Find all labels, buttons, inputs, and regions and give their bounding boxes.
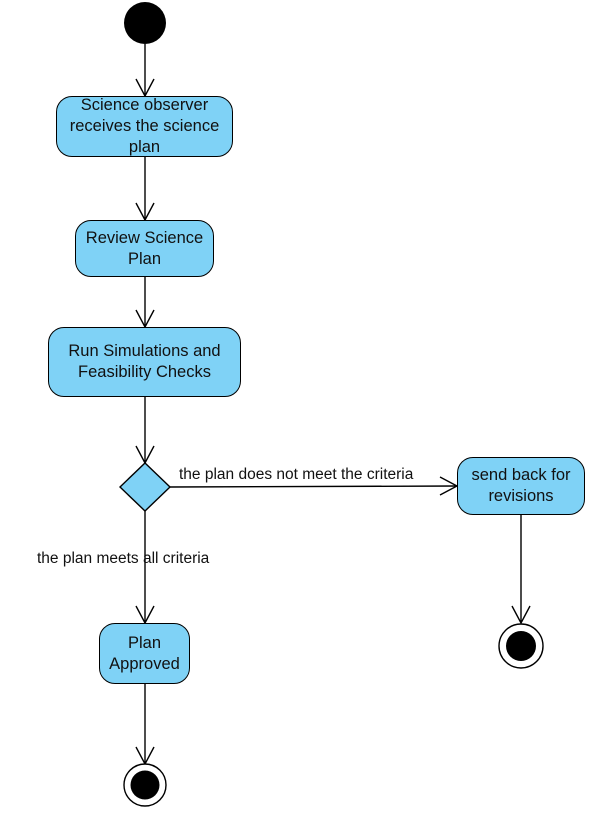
arrowhead-final-right	[511, 605, 531, 625]
initial-node	[124, 2, 166, 44]
final-node-revisions	[498, 623, 544, 669]
final-node-approved	[123, 763, 167, 807]
activity-receive-plan: Science observer receives the science pl…	[56, 96, 233, 157]
decision-node	[118, 462, 172, 512]
activity-run-simulations: Run Simulations and Feasibility Checks	[48, 327, 241, 397]
activity-review-plan: Review Science Plan	[75, 220, 214, 277]
activity-plan-approved: Plan Approved	[99, 623, 190, 684]
activity-send-back: send back for revisions	[457, 457, 585, 515]
guard-not-meet-criteria: the plan does not meet the criteria	[179, 466, 414, 483]
guard-meets-criteria: the plan meets all criteria	[37, 550, 210, 567]
edge-decision-to-revise	[169, 485, 458, 488]
